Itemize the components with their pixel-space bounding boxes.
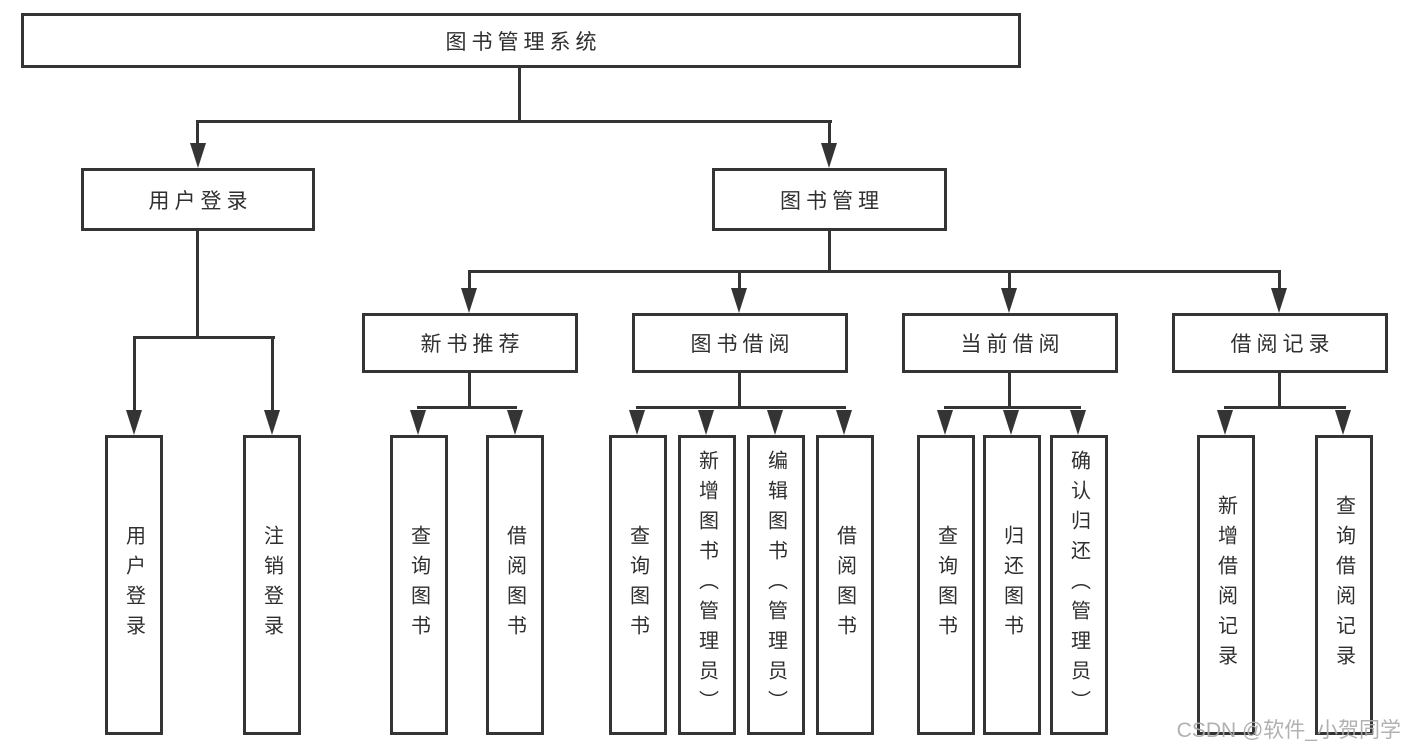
arrow-down-icon (629, 410, 645, 435)
csdn-watermark: CSDN @软件_小贺同学 (1176, 719, 1401, 742)
arrow-down-icon (937, 410, 953, 435)
connector-line (828, 120, 831, 148)
leaf-nbr-query-books-label: 查询图书 (407, 525, 430, 645)
leaf-cb-query-books: 查询图书 (917, 435, 975, 735)
leaf-cb-confirm-return-admin-label: 确认归还（管理员） (1067, 450, 1090, 720)
arrow-down-icon (1003, 410, 1019, 435)
leaf-cb-query-books-label: 查询图书 (934, 525, 957, 645)
leaf-br-add-record-label: 新增借阅记录 (1214, 495, 1237, 675)
connector-line (196, 120, 199, 148)
leaf-br-query-record: 查询借阅记录 (1315, 435, 1373, 735)
leaf-br-query-record-label: 查询借阅记录 (1332, 495, 1355, 675)
connector-line (1278, 270, 1281, 290)
arrow-down-icon (507, 410, 523, 435)
leaf-logout-label: 注销登录 (260, 525, 283, 645)
connector-line (1008, 373, 1011, 409)
arrow-down-icon (1271, 288, 1287, 313)
connector-line (468, 270, 471, 290)
arrow-down-icon (821, 143, 837, 168)
leaf-bb-add-books-admin: 新增图书（管理员） (678, 435, 736, 735)
leaf-nbr-borrow-books: 借阅图书 (486, 435, 544, 735)
node-root: 图书管理系统 (21, 13, 1021, 68)
connector-line (636, 406, 846, 409)
arrow-down-icon (1001, 288, 1017, 313)
node-new-book-recommend: 新书推荐 (362, 313, 578, 373)
arrow-down-icon (190, 143, 206, 168)
leaf-br-add-record: 新增借阅记录 (1197, 435, 1255, 735)
connector-line (271, 336, 274, 412)
node-book-borrowing-label: 图书借阅 (690, 333, 795, 356)
arrow-down-icon (767, 410, 783, 435)
leaf-cb-confirm-return-admin: 确认归还（管理员） (1050, 435, 1108, 735)
connector-line (196, 120, 832, 123)
connector-line (738, 270, 741, 290)
connector-line (944, 406, 1081, 409)
connector-line (196, 231, 199, 339)
connector-line (417, 406, 517, 409)
leaf-nbr-borrow-books-label: 借阅图书 (503, 525, 526, 645)
leaf-bb-borrow-books: 借阅图书 (816, 435, 874, 735)
arrow-down-icon (1335, 410, 1351, 435)
arrow-down-icon (264, 410, 280, 435)
node-borrowing-records-label: 借阅记录 (1230, 333, 1335, 356)
connector-line (1224, 406, 1346, 409)
node-current-borrowing-label: 当前借阅 (960, 333, 1065, 356)
connector-line (468, 373, 471, 409)
leaf-user-login-action: 用户登录 (105, 435, 163, 735)
node-borrowing-records: 借阅记录 (1172, 313, 1388, 373)
connector-line (518, 68, 521, 122)
leaf-cb-return-books: 归还图书 (983, 435, 1041, 735)
arrow-down-icon (126, 410, 142, 435)
node-new-book-recommend-label: 新书推荐 (420, 333, 525, 356)
arrow-down-icon (461, 288, 477, 313)
connector-line (133, 336, 136, 412)
arrow-down-icon (1070, 410, 1086, 435)
leaf-bb-edit-books-admin: 编辑图书（管理员） (747, 435, 805, 735)
arrow-down-icon (836, 410, 852, 435)
leaf-user-login-action-label: 用户登录 (122, 525, 145, 645)
connector-line (738, 373, 741, 409)
leaf-bb-borrow-books-label: 借阅图书 (833, 525, 856, 645)
connector-line (468, 270, 1281, 273)
leaf-bb-add-books-admin-label: 新增图书（管理员） (695, 450, 718, 720)
node-current-borrowing: 当前借阅 (902, 313, 1118, 373)
node-book-management: 图书管理 (712, 168, 947, 231)
connector-line (828, 231, 831, 273)
connector-line (1008, 270, 1011, 290)
node-book-borrowing: 图书借阅 (632, 313, 848, 373)
arrow-down-icon (698, 410, 714, 435)
leaf-logout: 注销登录 (243, 435, 301, 735)
leaf-bb-query-books: 查询图书 (609, 435, 667, 735)
node-user-login-label: 用户登录 (148, 189, 253, 213)
arrow-down-icon (1217, 410, 1233, 435)
arrow-down-icon (410, 410, 426, 435)
leaf-bb-query-books-label: 查询图书 (626, 525, 649, 645)
node-book-management-label: 图书管理 (780, 189, 884, 213)
node-root-label: 图书管理系统 (445, 30, 602, 54)
leaf-nbr-query-books: 查询图书 (390, 435, 448, 735)
leaf-cb-return-books-label: 归还图书 (1000, 525, 1023, 645)
leaf-bb-edit-books-admin-label: 编辑图书（管理员） (764, 450, 787, 720)
connector-line (133, 336, 275, 339)
connector-line (1278, 373, 1281, 409)
node-user-login: 用户登录 (81, 168, 315, 231)
arrow-down-icon (731, 288, 747, 313)
